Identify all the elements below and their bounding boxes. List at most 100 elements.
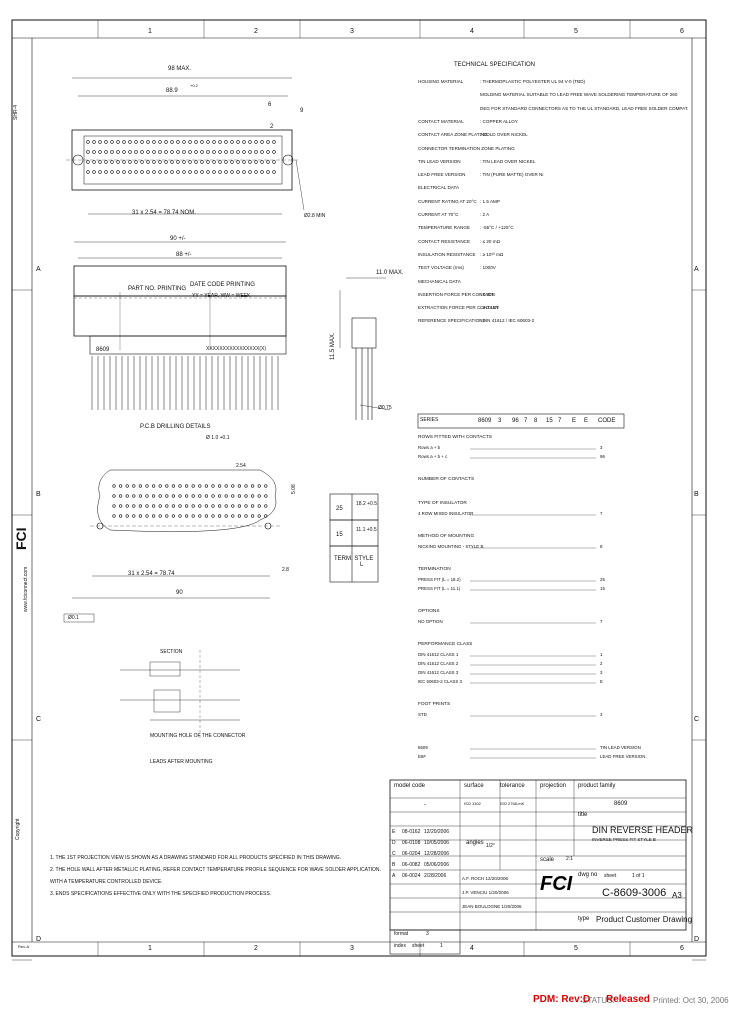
pcb-hole [145,494,149,498]
contact-hole [230,140,234,144]
contact-hole [272,140,276,144]
pcb-hole [204,484,208,488]
pcb-hole [158,494,162,498]
zone-label-top: 6 [680,28,684,35]
contact-hole [188,170,192,174]
pcb-row: 5.08 [291,484,297,494]
pcb-hole [132,484,136,488]
note-line: 1. THE 1ST PROJECTION VIEW IS SHOWN AS A… [50,855,342,861]
contact-hole [218,160,222,164]
pcb-hole [257,494,261,498]
pcb-hole [198,504,202,508]
pcb-hole [132,514,136,518]
zone-label-bottom: 6 [680,945,684,952]
contact-hole [200,160,204,164]
contact-hole [218,140,222,144]
pcb-hole [165,504,169,508]
note-line: 2. THE HOLE WALL AFTER METALLIC PLATING,… [50,867,381,873]
contact-hole [110,150,114,154]
contact-hole [260,170,264,174]
zone-label-top: 5 [574,28,578,35]
term-style-25: 25 [336,506,343,512]
dim-right-2: 9 [300,108,304,114]
contact-hole [116,170,120,174]
contact-hole [104,140,108,144]
pcb-hole [257,514,261,518]
contact-hole [194,150,198,154]
pcb-hole [251,504,255,508]
hole-note: Ø2.8 MIN [304,213,326,219]
contact-hole [164,170,168,174]
pcb-hole [198,494,202,498]
spec-value: DEG FOR STANDARD CONNECTORS AS TO THE UL… [480,105,689,111]
spec-value: : -55°C / +125°C [480,225,514,231]
front-overall: 90 +/- [170,236,186,242]
code-item-value: LEAD FREE VERSION [600,754,646,759]
term-head-val: L [360,562,364,568]
contact-hole [170,160,174,164]
code-item: STD [418,712,427,717]
side-url: www.fciconnect.com [23,566,29,612]
contact-hole [236,140,240,144]
contact-hole [242,170,246,174]
contact-hole [98,170,102,174]
contact-hole [182,150,186,154]
section-label: SECTION [160,649,183,655]
contact-hole [230,160,234,164]
contact-hole [242,150,246,154]
contact-hole [254,170,258,174]
code-item: 4 ROW MIXED INSULATOR [418,511,474,516]
rev-ecn: 08-0162 [402,829,421,835]
contact-hole [140,170,144,174]
row-label-right: B [694,491,699,498]
corner-rev-text: Rev-A [18,944,30,949]
code-item: PRESS FIT (L = 11.1) [418,586,461,591]
code-group-title: TERMINATION [418,567,451,572]
part-print: XXXXXXXXXXXXXXXX(X) [206,346,267,352]
code-item-value: 3 [600,712,603,717]
contact-hole [158,170,162,174]
pcb-hole [218,514,222,518]
contact-hole [248,150,252,154]
contact-hole [200,140,204,144]
pcb-hole [231,484,235,488]
mounting-hole-label: MOUNTING HOLE OF THE CONNECTOR [150,733,246,739]
part-no-printing: PART NO. PRINTING [128,286,187,292]
pcb-overall: 90 [176,590,183,596]
pcb-hole [251,484,255,488]
format-val: 3 [426,931,429,937]
drawn-by: A.F. ROCH 12/20/2006 [462,876,509,881]
pcb-hole-dia: Ø 1.0 +0.1 [206,435,230,441]
code-part: 8609 [478,418,492,424]
pcb-outline [97,469,277,532]
side-fci-logo: FCI [13,527,29,550]
pcb-hole [211,514,215,518]
spec-value: : COPPER ALLOY [480,118,518,124]
pcb-hole [145,514,149,518]
scale-val: 2:1 [566,856,573,862]
rev-date: 2/28/2006 [424,873,447,879]
pcb-hole [244,484,248,488]
sheet-val: 1 of 1 [632,873,645,879]
pcb-title: P.C.B DRILLING DETAILS [140,424,211,430]
contact-hole [146,170,150,174]
pcb-hole [152,484,156,488]
pcb-hole [257,504,261,508]
pcb-hole [237,504,241,508]
code-part: 7 [558,418,562,424]
logo-print: 8609 [96,347,110,353]
pcb-hole [218,504,222,508]
type-val: Product Customer Drawing [596,915,693,924]
code-item-value: 7 [600,511,603,516]
pcb-hole [224,504,228,508]
contact-hole [218,170,222,174]
spec-key: CONNECTOR TERMINATION ZONE PLATING [418,145,515,151]
contact-hole [230,150,234,154]
pcb-hole [264,504,268,508]
pcb-hole [204,494,208,498]
contact-hole [242,140,246,144]
title-sub: INVERSE PRESS FIT STYLE B [592,837,656,842]
pcb-hole [251,494,255,498]
pcb-hole [231,504,235,508]
pcb-end: 2.8 [282,567,289,573]
